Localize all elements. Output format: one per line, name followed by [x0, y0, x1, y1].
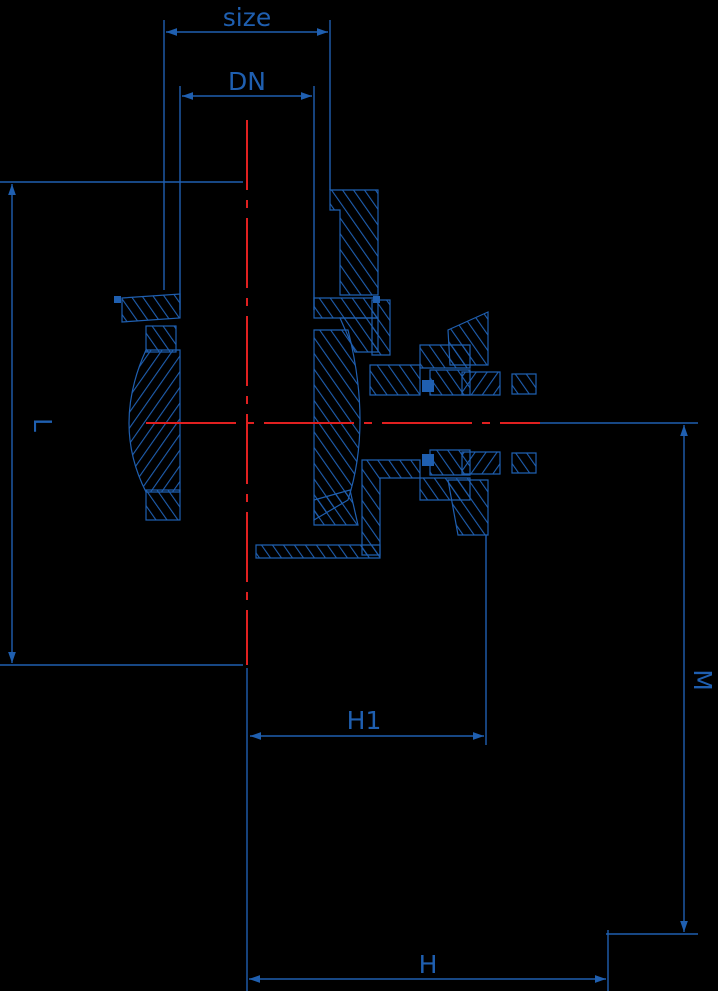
l-label: L	[28, 418, 57, 432]
centerlines	[146, 120, 540, 665]
dimension-m	[540, 422, 698, 935]
dn-label: DN	[228, 67, 266, 96]
valve-body	[121, 189, 537, 559]
h-label: H	[419, 950, 438, 979]
dimension-dn	[179, 86, 315, 310]
dimension-size	[163, 20, 331, 290]
seal-markers	[114, 296, 434, 466]
dimension-h	[246, 668, 609, 991]
dimension-h1	[250, 535, 487, 745]
size-label: size	[223, 3, 271, 32]
m-label: M	[688, 669, 717, 691]
h1-label: H1	[347, 706, 382, 735]
dimension-l	[0, 181, 243, 666]
